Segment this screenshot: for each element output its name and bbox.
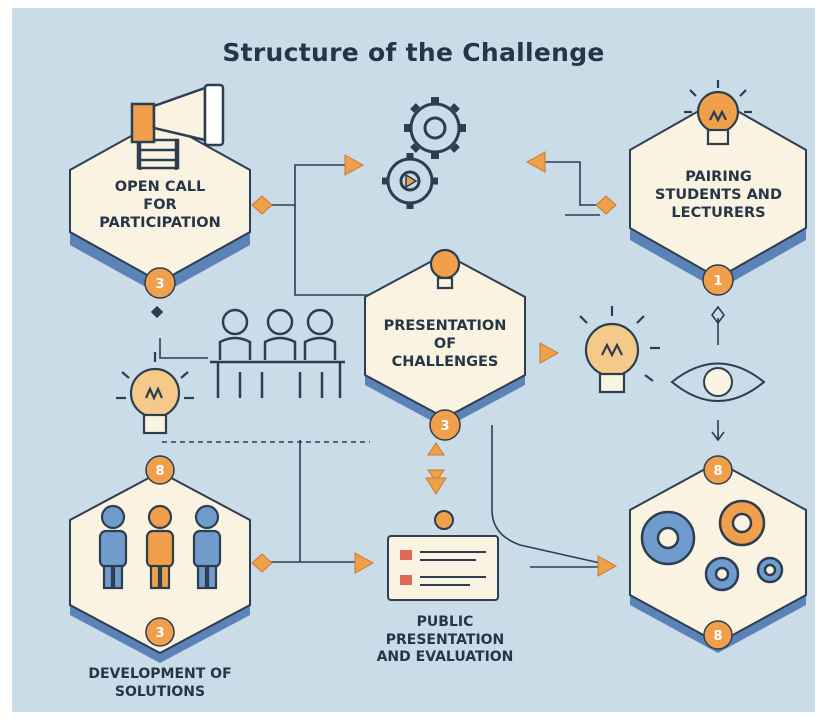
gear-icon bbox=[640, 499, 784, 592]
label-pairing: PAIRING STUDENTS AND LECTURERS bbox=[655, 169, 782, 222]
connector-top-center-loop bbox=[294, 205, 385, 296]
people-at-table-icon bbox=[210, 308, 345, 398]
connector-bracket bbox=[159, 338, 208, 359]
connector-presentation-to-gears bbox=[491, 425, 601, 564]
hex-presentation bbox=[364, 252, 526, 428]
lightbulb-icon bbox=[684, 80, 752, 146]
arrowhead-gears bbox=[344, 154, 365, 176]
arrowhead-to-document bbox=[354, 552, 375, 574]
marker-left-diamond bbox=[150, 305, 164, 319]
lightbulb-icon bbox=[429, 248, 461, 290]
arrowhead-left-top-right bbox=[525, 151, 546, 173]
step-badges bbox=[144, 264, 734, 650]
connector-top-right bbox=[540, 161, 600, 206]
badge-development-bottom-text: 3 bbox=[155, 626, 164, 641]
megaphone-icon bbox=[130, 83, 225, 170]
diamond-left-bottom bbox=[251, 553, 273, 573]
marker-right-diamond bbox=[711, 305, 725, 325]
badge-open-call bbox=[144, 267, 176, 299]
marker-chevron-down bbox=[711, 431, 725, 442]
badge-innovation-top-text: 8 bbox=[713, 464, 722, 479]
badge-presentation bbox=[429, 409, 461, 441]
badge-innovation-bottom bbox=[703, 620, 733, 650]
arrowhead-up-down bbox=[427, 442, 445, 483]
document-icon bbox=[387, 510, 499, 601]
badge-presentation-text: 3 bbox=[440, 419, 449, 434]
hex-open-call bbox=[69, 118, 251, 295]
label-open-call: OPEN CALL FOR PARTICIPATION bbox=[99, 179, 221, 232]
label-public-presentation: PUBLIC PRESENTATION AND EVALUATION bbox=[376, 614, 514, 665]
label-development: DEVELOPMENT OF SOLUTIONS bbox=[88, 666, 232, 700]
arrowhead-to-bulb bbox=[539, 342, 560, 364]
label-presentation: PRESENTATION OF CHALLENGES bbox=[383, 318, 507, 371]
connector-lines bbox=[159, 161, 719, 568]
badge-innovation-top bbox=[703, 455, 733, 485]
badge-open-call-text: 3 bbox=[155, 277, 164, 292]
arrowhead-to-gears bbox=[597, 555, 618, 577]
badge-development-top-text: 8 bbox=[155, 464, 164, 479]
small-markers bbox=[150, 305, 725, 442]
gear-icon bbox=[404, 97, 466, 159]
badge-development-bottom bbox=[145, 617, 175, 647]
badge-innovation-bottom-text: 8 bbox=[713, 629, 722, 644]
badge-pairing bbox=[702, 264, 734, 296]
diamond-right-top bbox=[595, 195, 617, 215]
lightbulb-icon bbox=[116, 352, 194, 435]
connector-node-icon bbox=[670, 362, 766, 402]
connector-mid-vertical bbox=[265, 440, 301, 563]
arrow-markers bbox=[251, 151, 618, 577]
lightbulb-icon bbox=[579, 306, 660, 394]
diagram-title: Structure of the Challenge bbox=[222, 38, 605, 67]
people-icon bbox=[98, 504, 222, 590]
diamond-left-top bbox=[251, 195, 273, 215]
arrowhead-down bbox=[425, 477, 447, 495]
connector-top-left bbox=[262, 164, 345, 206]
badge-development-top bbox=[145, 455, 175, 485]
gear-icon bbox=[382, 153, 438, 209]
badge-pairing-text: 1 bbox=[713, 274, 722, 289]
